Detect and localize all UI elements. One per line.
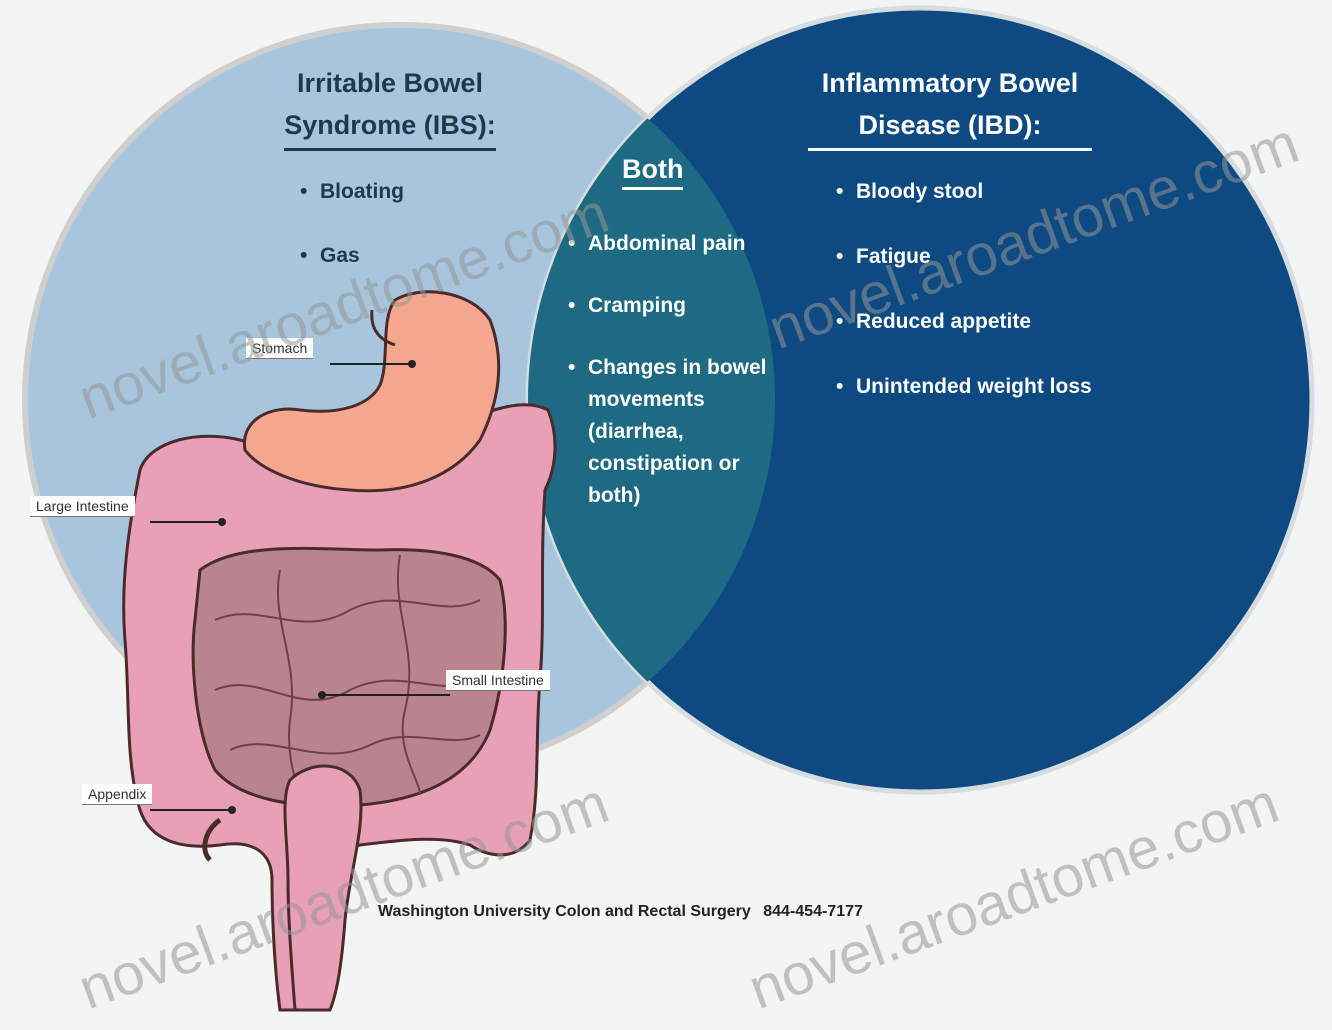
both-symptom-list: Abdominal pain Cramping Changes in bowel… (566, 228, 794, 542)
ibs-symptom: Bloating (298, 176, 404, 240)
ibd-heading-line2: Disease (IBD): (808, 104, 1091, 151)
credit-text: Washington University Colon and Rectal S… (378, 903, 751, 920)
ibd-heading: Inflammatory Bowel Disease (IBD): (770, 62, 1130, 151)
source-credit: Washington University Colon and Rectal S… (378, 903, 863, 921)
ibs-heading: Irritable Bowel Syndrome (IBS): (240, 62, 540, 151)
both-symptom: Changes in bowel movements (diarrhea, co… (566, 352, 794, 512)
ibs-heading-line2: Syndrome (IBS): (284, 104, 496, 151)
both-heading: Both (622, 154, 683, 190)
credit-phone: 844-454-7177 (763, 903, 863, 920)
both-symptom: Cramping (566, 290, 794, 322)
appendix-label: Appendix (82, 784, 152, 805)
ibd-heading-line1: Inflammatory Bowel (770, 62, 1130, 104)
ibd-symptom: Unintended weight loss (834, 371, 1092, 436)
ibs-heading-line1: Irritable Bowel (240, 62, 540, 104)
small-intestine-label: Small Intestine (446, 670, 550, 691)
large-intestine-label: Large Intestine (30, 496, 135, 517)
